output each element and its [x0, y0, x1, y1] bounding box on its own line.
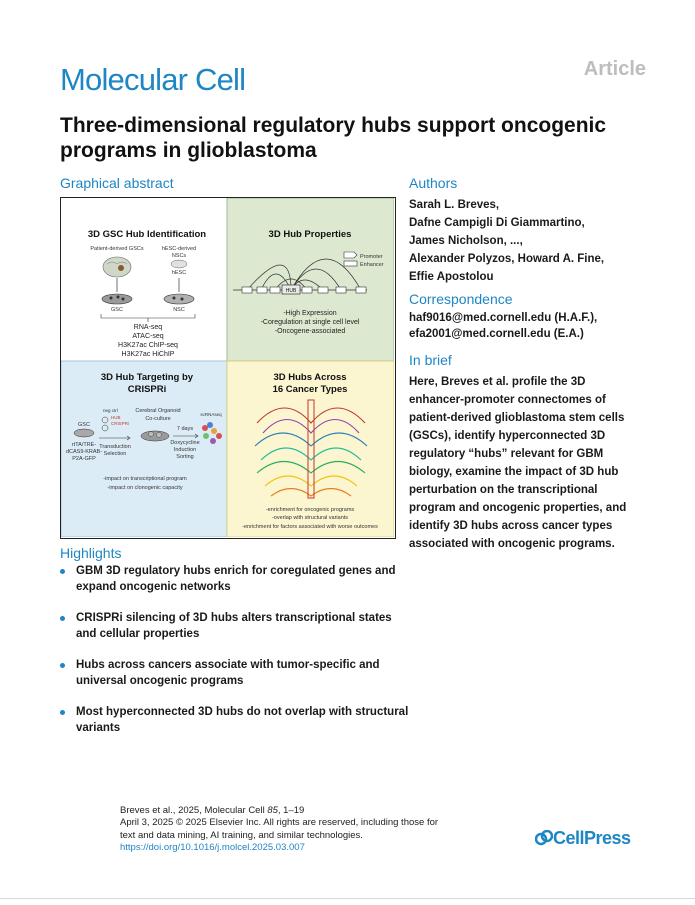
authors-list: Sarah L. Breves, Dafne Campigli Di Giamm…: [409, 196, 639, 286]
highlight-item: CRISPRi silencing of 3D hubs alters tran…: [60, 610, 410, 642]
plasmid-icon: [101, 416, 109, 424]
panel4-bg: [226, 360, 395, 538]
impact-transcriptional: -impact on transcriptional program: [103, 476, 187, 482]
panel2-title: 3D Hub Properties: [269, 229, 352, 240]
bullet-icon: [60, 569, 65, 574]
panel3-title-line2: CRISPRi: [128, 384, 167, 395]
panel4-title-line1: 3D Hubs Across: [273, 372, 346, 383]
transduction-label: Transduction: [99, 444, 131, 450]
highlight-item: GBM 3D regulatory hubs enrich for coregu…: [60, 563, 410, 595]
highlights-heading: Highlights: [60, 545, 122, 561]
enhancer-legend-label: Enhancer: [360, 262, 384, 268]
p3-gsc-dish-icon: [73, 428, 95, 438]
bullet-icon: [60, 710, 65, 715]
patient-gscs-label: Patient-derived GSCs: [90, 246, 143, 252]
email-link[interactable]: haf9016@med.cornell.edu (H.A.F.),: [409, 312, 598, 324]
hub-crispri-hub-label: HUB: [111, 415, 121, 420]
journal-name: Molecular Cell: [60, 62, 246, 97]
author-line: Effie Apostolou: [409, 271, 494, 283]
dox-label: Doxycycline: [170, 440, 199, 446]
brain-icon: [102, 256, 132, 278]
panel1-title: 3D GSC Hub Identification: [88, 229, 206, 240]
author-line: Alexander Polyzos, Howard A. Fine,: [409, 253, 605, 265]
copyright-line-2: text and data mining, AI training, and s…: [120, 829, 363, 841]
graphical-abstract: 3D GSC Hub Identification Patient-derive…: [60, 197, 396, 539]
in-brief-text: Here, Breves et al. profile the 3D enhan…: [409, 376, 627, 550]
construct-line2: dCAS9-KRAB-: [66, 449, 102, 455]
correspondence-heading: Correspondence: [409, 291, 513, 307]
article-type-label: Article: [583, 58, 646, 80]
assay-atac-seq: ATAC-seq: [132, 333, 163, 340]
panel3-bg: [60, 360, 228, 538]
hub-elements: [241, 286, 367, 294]
gsc-dish-icon: [101, 293, 133, 305]
p3-gsc-label: GSC: [78, 422, 90, 428]
cellpress-logo: CellPress: [534, 828, 631, 849]
plasmid-icon-2: [101, 424, 109, 432]
selection-label: Selection: [104, 451, 127, 457]
hub-column-box: [307, 399, 315, 499]
neg-ctrl-label: neg ctrl: [103, 408, 118, 413]
author-line: Dafne Campigli Di Giammartino,: [409, 217, 585, 229]
panel1-bg: [61, 198, 227, 361]
authors-heading: Authors: [409, 175, 458, 191]
bullet-icon: [60, 616, 65, 621]
days-label: 7 days: [177, 426, 193, 432]
hesc-small-label: hESC: [172, 270, 186, 276]
p4-note-oncogenic: -enrichment for oncogenic programs: [266, 507, 355, 513]
p4-note-outcomes: -enrichment for factors associated with …: [242, 524, 378, 530]
construct-line3: P2A-GFP: [72, 456, 96, 462]
nscs-label: NSCs: [172, 253, 187, 259]
organoid-dish-icon: [140, 430, 170, 442]
highlights-list: GBM 3D regulatory hubs enrich for coregu…: [60, 563, 410, 751]
copyright-line: April 3, 2025 © 2025 Elsevier Inc. All r…: [120, 817, 439, 829]
promoter-legend-icon: [343, 251, 358, 259]
construct-line1: rtTA/TRE-: [72, 442, 97, 448]
property-oncogene: -Oncogene-associated: [275, 328, 346, 335]
citation-footer: Breves et al., 2025, Molecular Cell 85, …: [120, 805, 480, 854]
cancer-hub-arcs: [254, 407, 368, 497]
doi-link[interactable]: https://doi.org/10.1016/j.molcel.2025.03…: [120, 841, 305, 853]
bottom-divider: [0, 898, 695, 899]
induction-label: Induction: [174, 447, 196, 453]
hub-crispri-label: CRISPRi: [111, 421, 129, 426]
panel3-title-line1: 3D Hub Targeting by: [101, 372, 194, 383]
hub-box: [281, 284, 301, 295]
assay-chip-seq: H3K27ac ChIP-seq: [118, 342, 178, 349]
nsc-dish-label: NSC: [173, 307, 185, 313]
gsc-dish-label: GSC: [111, 307, 123, 313]
sorting-label: Sorting: [176, 454, 193, 460]
highlight-item: Hubs across cancers associate with tumor…: [60, 657, 410, 689]
author-line: James Nicholson, ...,: [409, 235, 523, 247]
graphical-abstract-heading: Graphical abstract: [60, 175, 174, 191]
impact-clonogenic: -impact on clonogenic capacity: [107, 485, 182, 491]
p4-note-structural: -overlap with structural variants: [272, 515, 348, 521]
nsc-dish-icon: [163, 293, 195, 305]
email-link[interactable]: efa2001@med.cornell.edu (E.A.): [409, 328, 584, 340]
scrnaseq-clusters-icon: [202, 422, 222, 444]
assay-rna-seq: RNA-seq: [134, 324, 163, 331]
panel2-bg: [226, 197, 395, 362]
correspondence-emails: haf9016@med.cornell.edu (H.A.F.), efa200…: [409, 310, 597, 342]
paper-title: Three-dimensional regulatory hubs suppor…: [60, 114, 607, 162]
scrnaseq-label: scRNAseq: [200, 412, 222, 417]
property-coregulation: -Coregulation at single cell level: [261, 319, 360, 326]
hub-box-label: HUB: [286, 288, 297, 294]
organoid-label-1: Cerebral Organoid: [135, 408, 180, 414]
cellpress-mark-icon: [534, 829, 554, 846]
promoter-legend-label: Promoter: [360, 254, 383, 260]
graphical-abstract-figure: 3D GSC Hub Identification Patient-derive…: [60, 197, 395, 538]
citation-line: Breves et al., 2025, Molecular Cell 85, …: [120, 805, 305, 816]
hesc-derived-label: hESC-derived: [162, 246, 196, 252]
in-brief-heading: In brief: [409, 352, 452, 368]
author-line: Sarah L. Breves,: [409, 199, 500, 211]
highlight-item: Most hyperconnected 3D hubs do not overl…: [60, 704, 410, 736]
property-high-expression: -High Expression: [283, 310, 336, 317]
hesc-colony-icon: [170, 259, 188, 269]
bullet-icon: [60, 663, 65, 668]
organoid-label-2: Co-culture: [145, 416, 170, 422]
panel4-title-line2: 16 Cancer Types: [273, 384, 348, 395]
enhancer-legend-icon: [343, 260, 358, 267]
assay-hichip: H3K27ac HiChIP: [122, 351, 175, 358]
